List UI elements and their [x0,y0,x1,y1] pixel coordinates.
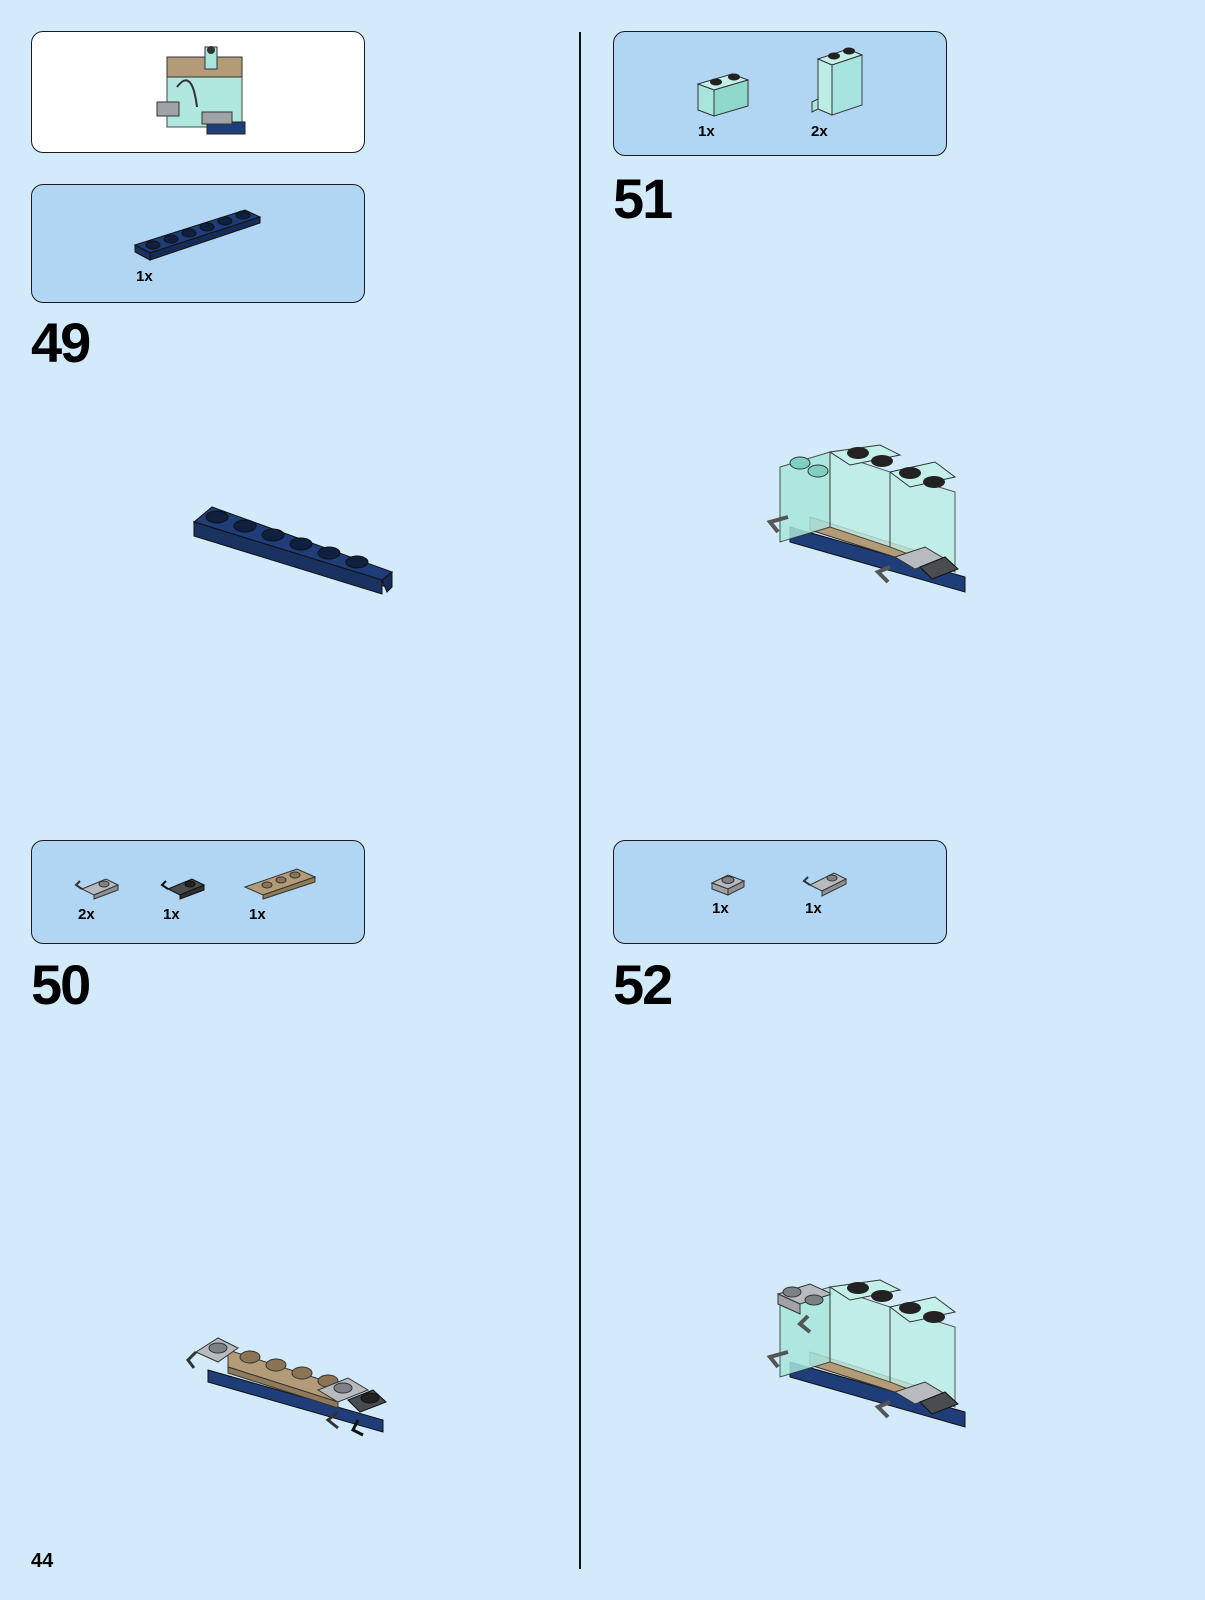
step-number-51: 51 [613,171,671,227]
step-50-build-image [188,1330,393,1440]
parts-box-step-52: 1x 1x [613,840,947,944]
part-quantity: 1x [163,907,180,922]
step-number-52: 52 [613,957,671,1013]
tan-plate-1x3-icon [245,865,317,899]
step-number-50: 50 [31,957,89,1013]
submodel-preview-box [31,31,365,153]
trans-light-blue-brick-1x2-icon [698,72,750,118]
step-51-build-image [770,447,975,607]
gray-clip-plate-icon [76,875,120,899]
page-number: 44 [31,1551,53,1571]
gray-plate-1x1-icon [710,871,746,897]
part-quantity: 1x [136,269,153,284]
part-quantity: 1x [712,901,729,916]
part-quantity: 1x [249,907,266,922]
step-52-build-image [770,1282,975,1442]
part-quantity: 1x [698,124,715,139]
step-49-build-image [192,502,392,607]
dark-blue-plate-1x6-icon [135,205,260,265]
dark-gray-clip-plate-icon [162,875,206,899]
parts-box-step-49: 1x [31,184,365,303]
gray-clip-plate-icon [804,869,848,897]
step-number-49: 49 [31,315,89,371]
part-quantity: 2x [811,124,828,139]
submodel-preview-icon [147,47,247,142]
parts-box-step-51: 1x 2x [613,31,947,156]
part-quantity: 2x [78,907,95,922]
part-quantity: 1x [805,901,822,916]
parts-box-step-50: 2x 1x 1x [31,840,365,944]
trans-light-blue-panel-icon [812,47,864,117]
column-divider [579,32,581,1569]
